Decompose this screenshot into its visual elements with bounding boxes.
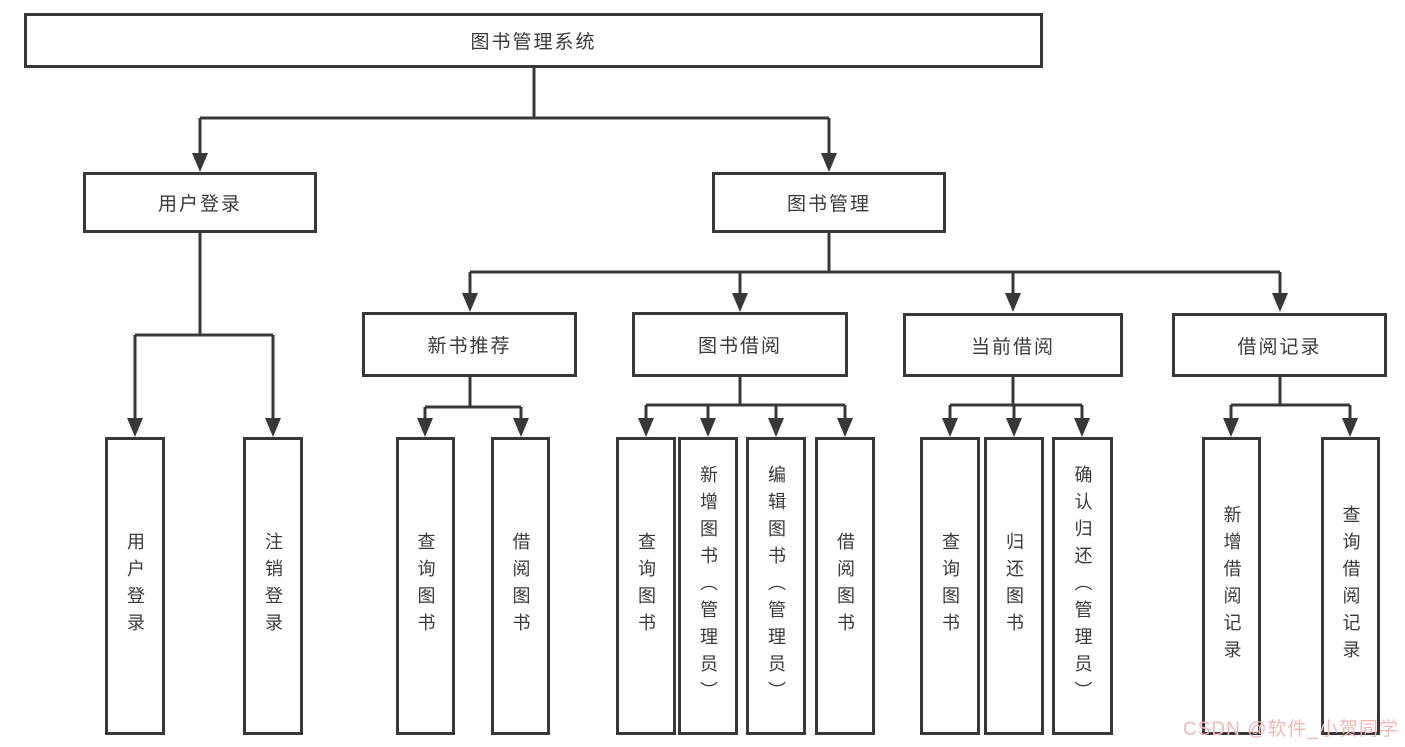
leaf-confirm-return-admin-label: 确认归还（管理员） <box>1072 464 1093 708</box>
leaf-add-borrow-record: 新增借阅记录 <box>1202 437 1261 735</box>
leaf-borrow-books: 借阅图书 <box>815 437 875 735</box>
node-user-login-label: 用户登录 <box>157 194 242 215</box>
node-book-borrow-label: 图书借阅 <box>697 336 782 357</box>
node-borrow-records: 借阅记录 <box>1172 313 1387 377</box>
leaf-borrow-books-recommend: 借阅图书 <box>491 437 550 735</box>
node-current-borrow: 当前借阅 <box>903 313 1123 377</box>
leaf-return-books-label: 归还图书 <box>1004 532 1024 640</box>
leaf-query-books-recommend: 查询图书 <box>396 437 455 735</box>
leaf-return-books: 归还图书 <box>984 437 1044 735</box>
node-book-borrow: 图书借阅 <box>632 312 848 377</box>
leaf-add-books-admin-label: 新增图书（管理员） <box>698 464 718 708</box>
node-user-login: 用户登录 <box>83 172 317 233</box>
leaf-query-borrow-record: 查询借阅记录 <box>1321 437 1380 735</box>
leaf-edit-books-admin-label: 编辑图书（管理员） <box>766 464 786 708</box>
node-new-book-recommend: 新书推荐 <box>362 312 577 377</box>
leaf-logout-label: 注销登录 <box>263 532 283 640</box>
leaf-add-borrow-record-label: 新增借阅记录 <box>1221 505 1242 667</box>
node-book-management: 图书管理 <box>712 172 946 233</box>
node-new-book-recommend-label: 新书推荐 <box>427 336 512 357</box>
arrowheads <box>127 153 1358 437</box>
leaf-borrow-books-label: 借阅图书 <box>835 532 855 640</box>
node-current-borrow-label: 当前借阅 <box>970 336 1055 358</box>
node-book-management-label: 图书管理 <box>786 194 871 215</box>
leaf-logout: 注销登录 <box>243 437 303 735</box>
csdn-watermark: CSDN @软件_小贺同学 <box>1183 719 1399 740</box>
leaf-query-books-recommend-label: 查询图书 <box>415 532 436 640</box>
node-root-label: 图书管理系统 <box>470 32 597 53</box>
leaf-query-books-borrow: 查询图书 <box>616 437 676 735</box>
leaf-edit-books-admin: 编辑图书（管理员） <box>746 437 806 735</box>
leaf-user-login: 用户登录 <box>105 437 165 735</box>
leaf-query-books-borrow-label: 查询图书 <box>636 532 656 640</box>
leaf-user-login-label: 用户登录 <box>125 532 145 640</box>
leaf-confirm-return-admin: 确认归还（管理员） <box>1052 437 1113 735</box>
leaf-query-books-current-label: 查询图书 <box>940 532 960 640</box>
leaf-query-borrow-record-label: 查询借阅记录 <box>1340 505 1361 667</box>
node-root: 图书管理系统 <box>24 13 1043 68</box>
node-borrow-records-label: 借阅记录 <box>1237 336 1322 358</box>
leaf-add-books-admin: 新增图书（管理员） <box>678 437 738 735</box>
leaf-borrow-books-recommend-label: 借阅图书 <box>510 532 531 640</box>
leaf-query-books-current: 查询图书 <box>920 437 980 735</box>
